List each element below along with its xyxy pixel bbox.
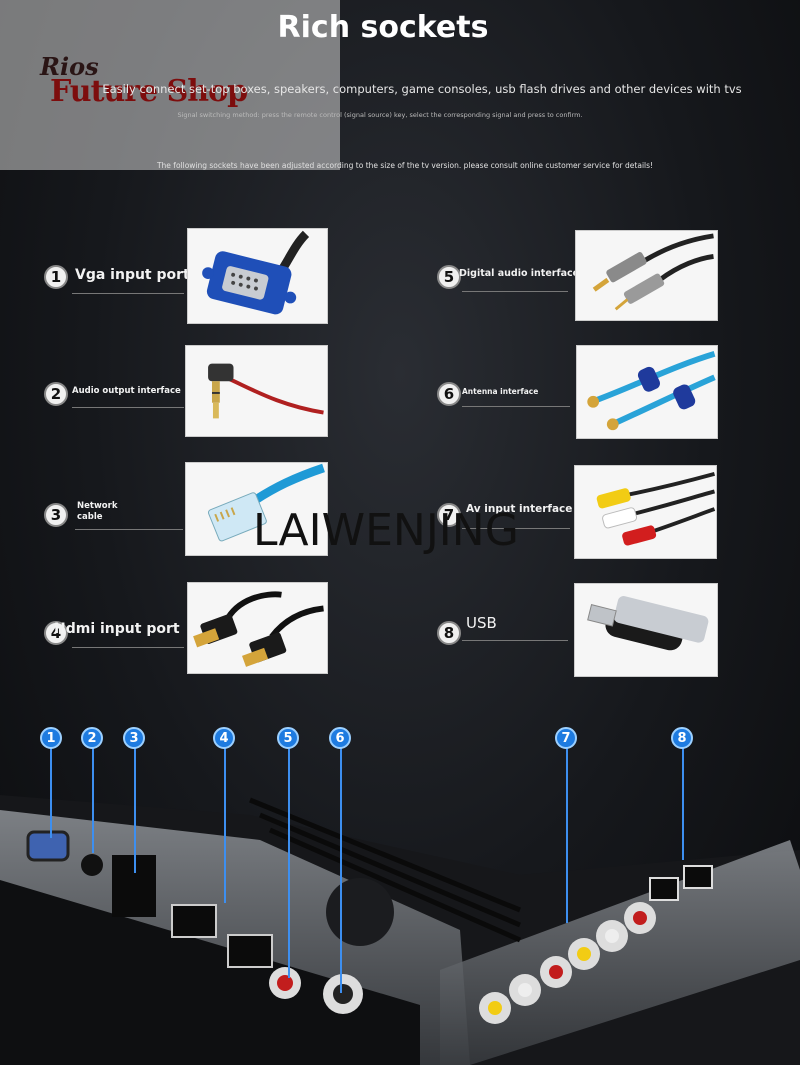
socket-label-audio-output: Audio output interface — [72, 386, 181, 396]
socket-label-av: Av input interface — [466, 503, 573, 515]
callout-line — [340, 748, 342, 993]
socket-label-network: Network cable — [77, 501, 118, 522]
antenna-cable-icon — [576, 345, 718, 439]
callout-line — [682, 748, 684, 860]
socket-number-3: 3 — [44, 503, 68, 527]
callout-line — [50, 748, 52, 838]
divider — [72, 407, 184, 408]
disclaimer: The following sockets have been adjusted… — [156, 161, 654, 170]
socket-label-digital-audio: Digital audio interface — [459, 268, 580, 279]
av-cable-icon — [574, 465, 717, 559]
callout-1: 1 — [40, 727, 62, 749]
callout-2: 2 — [81, 727, 103, 749]
callout-8: 8 — [671, 727, 693, 749]
callout-6: 6 — [329, 727, 351, 749]
divider — [462, 406, 570, 407]
audio-jack-icon — [185, 345, 328, 437]
hdmi-cable-icon — [187, 582, 328, 674]
logo-line1: Rios — [40, 52, 99, 81]
tv-back-panel — [0, 795, 800, 1065]
signal-note: Signal switching method: press the remot… — [177, 111, 583, 119]
callout-7: 7 — [555, 727, 577, 749]
socket-number-8: 8 — [437, 621, 461, 645]
network-cable-icon — [185, 462, 328, 556]
page-title: Rich sockets — [277, 10, 489, 45]
divider — [462, 640, 568, 641]
socket-number-5: 5 — [437, 265, 461, 289]
logo-overlay: Rios Future Shop — [0, 0, 340, 170]
divider — [462, 291, 568, 292]
socket-label-antenna: Antenna interface — [462, 387, 539, 396]
divider — [72, 647, 184, 648]
vga-cable-icon — [187, 228, 328, 324]
callout-4: 4 — [213, 727, 235, 749]
watermark: LAIWENJING — [253, 505, 519, 556]
divider — [462, 528, 570, 529]
callout-3: 3 — [123, 727, 145, 749]
socket-number-2: 2 — [44, 382, 68, 406]
callout-line — [566, 748, 568, 923]
socket-number-1: 1 — [44, 265, 68, 289]
callout-line — [92, 748, 94, 853]
callout-line — [224, 748, 226, 903]
callout-line — [288, 748, 290, 978]
divider — [72, 293, 184, 294]
socket-number-4: 4 — [44, 621, 68, 645]
socket-label-vga: Vga input port — [75, 267, 190, 283]
logo-line2: Future Shop — [50, 74, 248, 109]
subtitle: Easily connect set-top boxes, speakers, … — [102, 82, 742, 96]
usb-drive-icon — [574, 583, 718, 677]
callout-5: 5 — [277, 727, 299, 749]
socket-label-usb: USB — [466, 614, 497, 632]
divider — [75, 529, 183, 530]
socket-number-7: 7 — [437, 503, 461, 527]
callout-line — [134, 748, 136, 873]
socket-number-6: 6 — [437, 382, 461, 406]
digital-audio-cable-icon — [575, 230, 718, 321]
socket-label-hdmi: Hdmi input port — [54, 621, 180, 637]
